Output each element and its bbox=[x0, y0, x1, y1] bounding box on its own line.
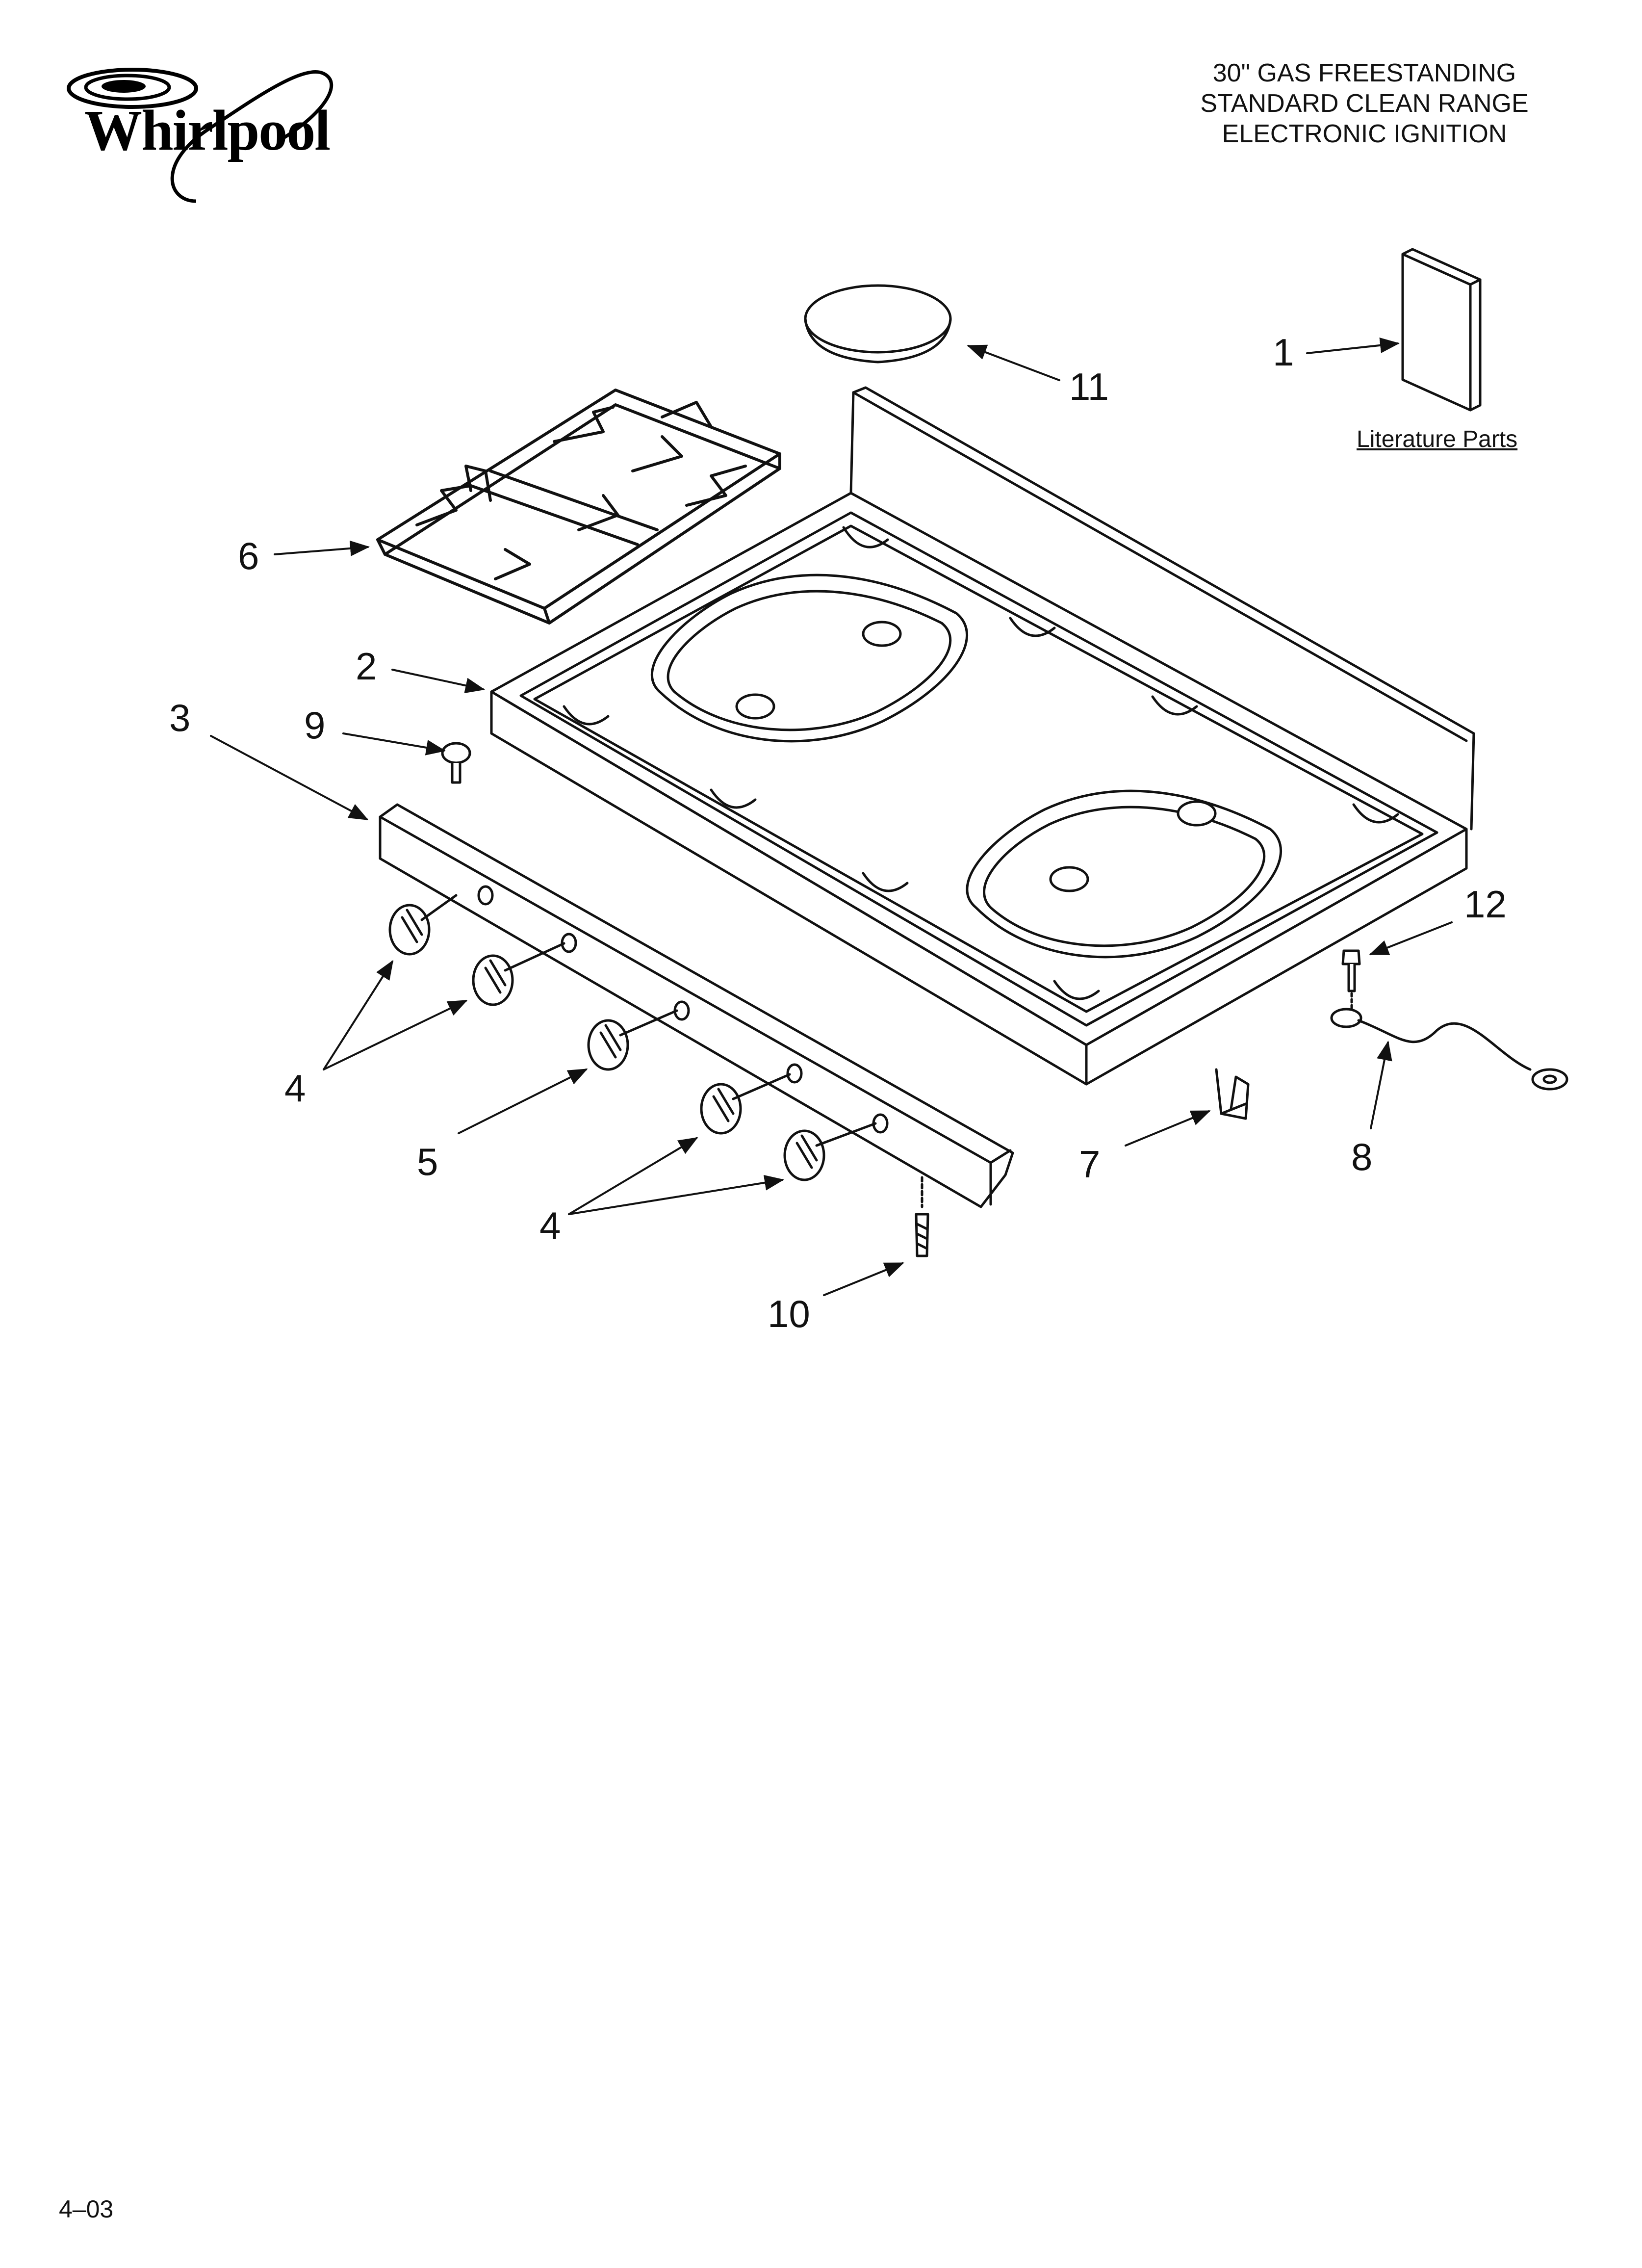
diagram-title: 30" GAS FREESTANDING STANDARD CLEAN RANG… bbox=[1144, 58, 1585, 149]
callout-5: 5 bbox=[417, 1140, 438, 1183]
callout-1: 1 bbox=[1273, 331, 1294, 374]
logo-swirl-icon bbox=[67, 68, 334, 203]
literature-parts-label: Literature Parts bbox=[1357, 426, 1518, 452]
title-line-3: ELECTRONIC IGNITION bbox=[1222, 120, 1507, 148]
title-line-2: STANDARD CLEAN RANGE bbox=[1200, 89, 1529, 118]
ground-screw-part bbox=[1341, 949, 1361, 1010]
callout-leaders bbox=[210, 337, 1453, 1296]
callout-9: 9 bbox=[304, 704, 325, 747]
literature-booklet-part bbox=[1401, 248, 1482, 412]
control-panel-part bbox=[379, 803, 1014, 1208]
mounting-screw-part bbox=[915, 1176, 929, 1257]
callout-labels: 1 2 3 4 4 5 6 7 8 9 10 11 12 bbox=[169, 331, 1507, 1335]
page-code: 4–03 bbox=[59, 2195, 114, 2223]
callout-12: 12 bbox=[1464, 883, 1507, 926]
callout-7: 7 bbox=[1079, 1143, 1100, 1186]
retaining-clip-part bbox=[1215, 1068, 1250, 1120]
title-line-1: 30" GAS FREESTANDING bbox=[1212, 59, 1516, 87]
logo-wordmark: Whirlpool bbox=[84, 98, 331, 162]
screw-part bbox=[441, 742, 471, 784]
cooktop-part bbox=[490, 386, 1475, 1086]
burner-cap-part bbox=[804, 284, 952, 364]
callout-11: 11 bbox=[1069, 365, 1109, 408]
callout-3: 3 bbox=[169, 696, 190, 739]
brand-logo: Whirlpool bbox=[49, 54, 353, 216]
burner-grate-part bbox=[376, 389, 781, 625]
callout-8: 8 bbox=[1351, 1135, 1372, 1178]
control-knob-part bbox=[388, 894, 877, 1181]
callout-4-right: 4 bbox=[539, 1204, 561, 1247]
ground-wire-part bbox=[1330, 1008, 1568, 1091]
callout-4-left: 4 bbox=[284, 1067, 306, 1110]
callout-2: 2 bbox=[356, 645, 377, 688]
callout-10: 10 bbox=[768, 1292, 810, 1335]
callout-6: 6 bbox=[238, 534, 259, 577]
